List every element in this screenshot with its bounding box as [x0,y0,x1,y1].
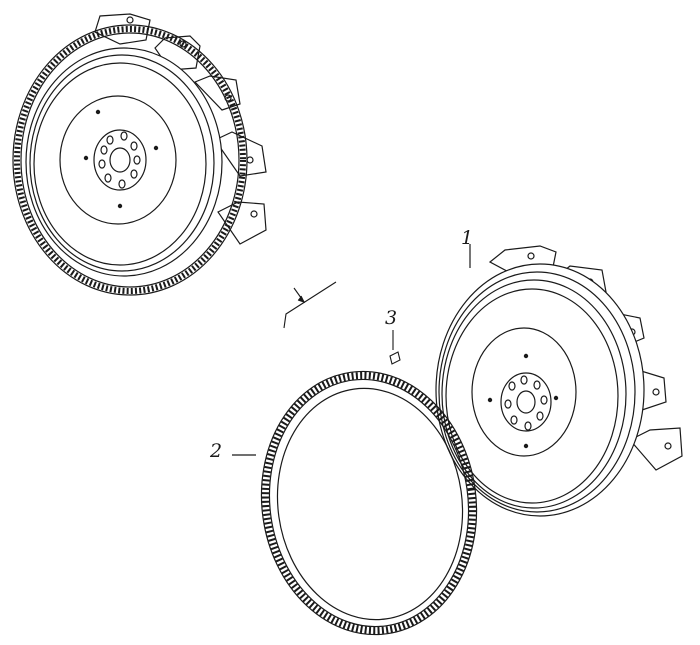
ring-gear-teeth [14,26,246,294]
ring-gear-part-2 [232,370,478,636]
callout-label-1: 1 [461,227,474,249]
ring-gear-teeth-2 [261,371,477,635]
flywheel-part-1 [435,244,683,517]
assembly-arrow [283,281,337,329]
friction-surface-1 [471,327,577,457]
assembled-flywheel [12,13,267,296]
friction-surface [59,95,177,225]
callout-label-3: 3 [385,307,398,329]
hub-1 [487,353,559,449]
hub [83,109,159,209]
dowel-pin-part-3 [389,330,401,365]
callout-label-2: 2 [210,440,223,462]
